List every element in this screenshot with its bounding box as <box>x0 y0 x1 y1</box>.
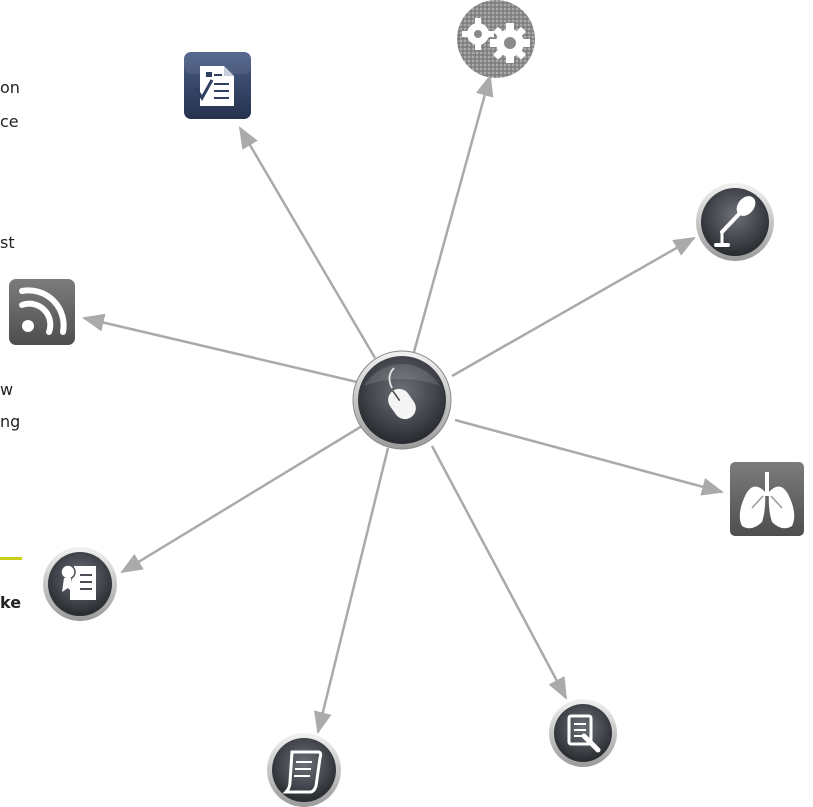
node-checklist[interactable] <box>184 52 251 119</box>
node-scroll[interactable] <box>267 733 341 807</box>
text-fragment-4: w <box>0 380 14 399</box>
gears-icon <box>462 18 530 63</box>
lungs-icon <box>739 472 795 529</box>
text-fragment-3: st <box>0 233 15 252</box>
node-lungs[interactable] <box>730 462 804 536</box>
node-edit-report[interactable] <box>549 699 617 767</box>
node-microphone[interactable] <box>696 183 774 261</box>
text-fragment-5: ng <box>0 412 21 431</box>
arrow-to-lungs <box>454 418 724 496</box>
scroll-document-icon <box>282 750 323 794</box>
node-certificate[interactable] <box>43 547 117 621</box>
arrow-to-edit-report <box>430 445 568 700</box>
edit-document-icon <box>567 714 601 753</box>
arrow-to-scroll <box>314 447 390 734</box>
arrows <box>82 74 724 734</box>
rss-feed-icon <box>19 287 67 335</box>
node-rss[interactable] <box>9 279 75 345</box>
arrow-to-settings <box>412 74 494 353</box>
text-fragment-6: ke <box>0 593 22 612</box>
computer-mouse-icon <box>388 367 416 420</box>
arrow-to-microphone <box>451 236 696 378</box>
text-fragment-1: on <box>0 78 20 97</box>
hub-node[interactable] <box>352 350 452 450</box>
certificate-icon <box>60 564 96 600</box>
arrow-to-certificate <box>120 424 363 574</box>
microphone-icon <box>714 196 756 247</box>
accent-rule <box>0 557 22 560</box>
document-checklist-icon <box>194 66 234 106</box>
arrow-to-rss <box>82 313 358 384</box>
text-fragment-2: ce <box>0 112 19 131</box>
node-settings[interactable] <box>457 0 535 78</box>
arrow-to-checklist <box>238 126 377 359</box>
